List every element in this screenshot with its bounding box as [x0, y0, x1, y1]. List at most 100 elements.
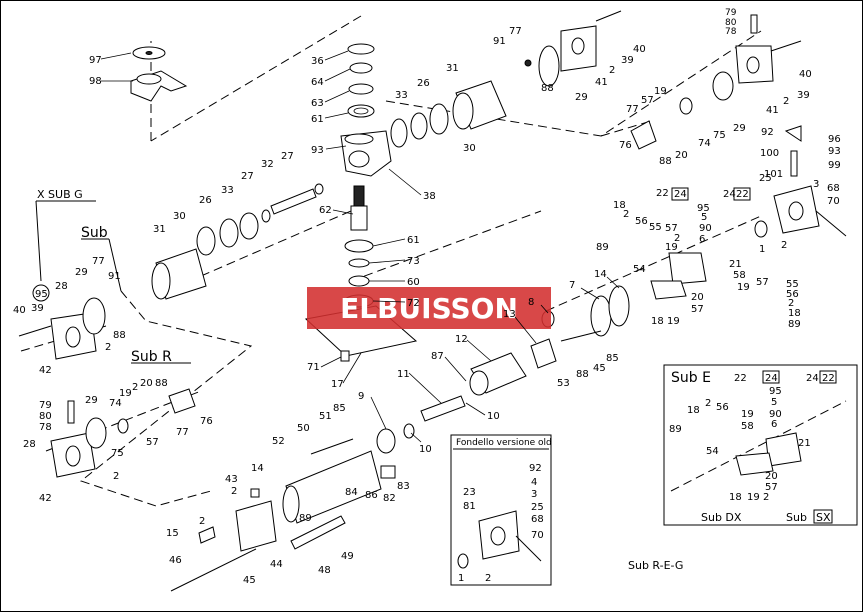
callout-57d: 57: [691, 304, 704, 315]
sub-leader: [108, 238, 122, 292]
leader-9: [370, 396, 387, 430]
leader-14a: [606, 276, 620, 289]
callout-29b: 29: [733, 123, 746, 134]
callout-2l: 2: [485, 573, 491, 584]
part-29c-oring: [82, 297, 106, 335]
callout-26b: 26: [199, 195, 212, 206]
callout-9: 9: [358, 391, 364, 402]
leader-13: [514, 316, 537, 344]
callout-95s: 95: [35, 289, 48, 300]
callout-98: 98: [89, 76, 102, 87]
callout-70a: 70: [827, 196, 840, 207]
callout-74b: 74: [109, 398, 122, 409]
leader-36: [324, 50, 349, 61]
callout-27a: 27: [281, 151, 294, 162]
part-61-top-inner: [353, 107, 369, 115]
callout-91a: 91: [493, 36, 506, 47]
part-79-screw: [750, 14, 758, 34]
callout-7: 7: [569, 280, 575, 291]
leader-61a: [324, 112, 349, 119]
watermark-text: ELBUISSON: [340, 292, 518, 325]
leader-17: [342, 352, 362, 384]
sub-e-axis: [670, 400, 847, 492]
callout-88e: 88: [155, 378, 168, 389]
callout-15: 15: [166, 528, 179, 539]
callout-78: 78: [725, 27, 737, 37]
callout-23: 23: [463, 487, 476, 498]
callout-25b: 25: [531, 502, 544, 513]
part-75-ring: [679, 97, 693, 115]
callout-28a: 28: [55, 281, 68, 292]
part-86-gear: [380, 465, 396, 479]
sub-e-inset-box: [663, 364, 858, 526]
part-11-shaft: [420, 395, 466, 422]
callout-2g: 2: [105, 342, 111, 353]
callout-2h: 2: [132, 382, 138, 393]
callout-31b: 31: [153, 224, 166, 235]
part-43-cap: [250, 488, 260, 498]
callout-39b: 39: [797, 90, 810, 101]
label-sub-reg: Sub R-E-G: [628, 559, 683, 572]
callout-42b: 42: [39, 493, 52, 504]
callout-70b: 70: [531, 530, 544, 541]
callout-71: 71: [307, 362, 320, 373]
callout-38: 38: [423, 191, 436, 202]
callout-56b: 56: [786, 289, 799, 300]
leader-97: [100, 52, 132, 60]
callout-85b: 85: [333, 403, 346, 414]
callout-32: 32: [261, 159, 274, 170]
part-29-oring: [538, 45, 560, 87]
callout-2b: 2: [783, 96, 789, 107]
part-50-rod: [310, 438, 354, 455]
sub-sx-box: [813, 509, 833, 524]
callout-58b: 58: [741, 421, 754, 432]
callout-95a: 95: [697, 203, 710, 214]
callout-46: 46: [169, 555, 182, 566]
callout-60: 60: [407, 277, 420, 288]
callout-82: 82: [383, 493, 396, 504]
part-70-rod: [815, 210, 847, 237]
part-79b-screw: [67, 400, 75, 424]
callout-18d: 18: [687, 405, 700, 416]
callout-55b: 55: [786, 279, 799, 290]
part-32-shaft: [270, 188, 317, 215]
sub-e-manifold: [735, 452, 774, 476]
callout-14b: 14: [251, 463, 264, 474]
part-28b-bore: [65, 445, 81, 467]
guide-axis-right: [545, 215, 762, 312]
part-21-block: [668, 252, 707, 285]
callout-93b: 93: [828, 146, 841, 157]
part-61-top: [347, 104, 375, 118]
part-41-bore: [571, 37, 585, 55]
part-97-hole: [145, 51, 153, 55]
callout-97: 97: [89, 55, 102, 66]
part-31b-end: [151, 262, 171, 300]
guide-axis-center: [350, 210, 542, 282]
callout-89d: 89: [669, 424, 682, 435]
part-92-fitting: [784, 125, 802, 142]
part-71-bolt: [340, 350, 350, 362]
callout-27b: 27: [241, 171, 254, 182]
callout-48: 48: [318, 565, 331, 576]
callout-29d: 29: [85, 395, 98, 406]
callout-24b: 24: [723, 189, 736, 200]
part-27b-clip: [261, 209, 271, 223]
callout-54a: 54: [633, 264, 646, 275]
callout-22d: 22: [822, 373, 835, 384]
callout-28b: 28: [23, 439, 36, 450]
circle-95: [32, 284, 50, 302]
callout-2f: 2: [788, 298, 794, 309]
callout-20c: 20: [140, 378, 153, 389]
part-33b-ring: [239, 212, 259, 240]
callout-40b: 40: [799, 69, 812, 80]
callout-61a: 61: [311, 114, 324, 125]
callout-57a: 57: [641, 95, 654, 106]
box-22b: [733, 187, 751, 201]
leader-lines: [100, 50, 620, 443]
callout-30b: 30: [173, 211, 186, 222]
callout-13: 13: [503, 309, 516, 320]
callout-85a: 85: [606, 353, 619, 364]
part-53-rod: [560, 330, 602, 342]
guide-line-top: [150, 15, 362, 142]
callout-3a: 3: [813, 179, 819, 190]
